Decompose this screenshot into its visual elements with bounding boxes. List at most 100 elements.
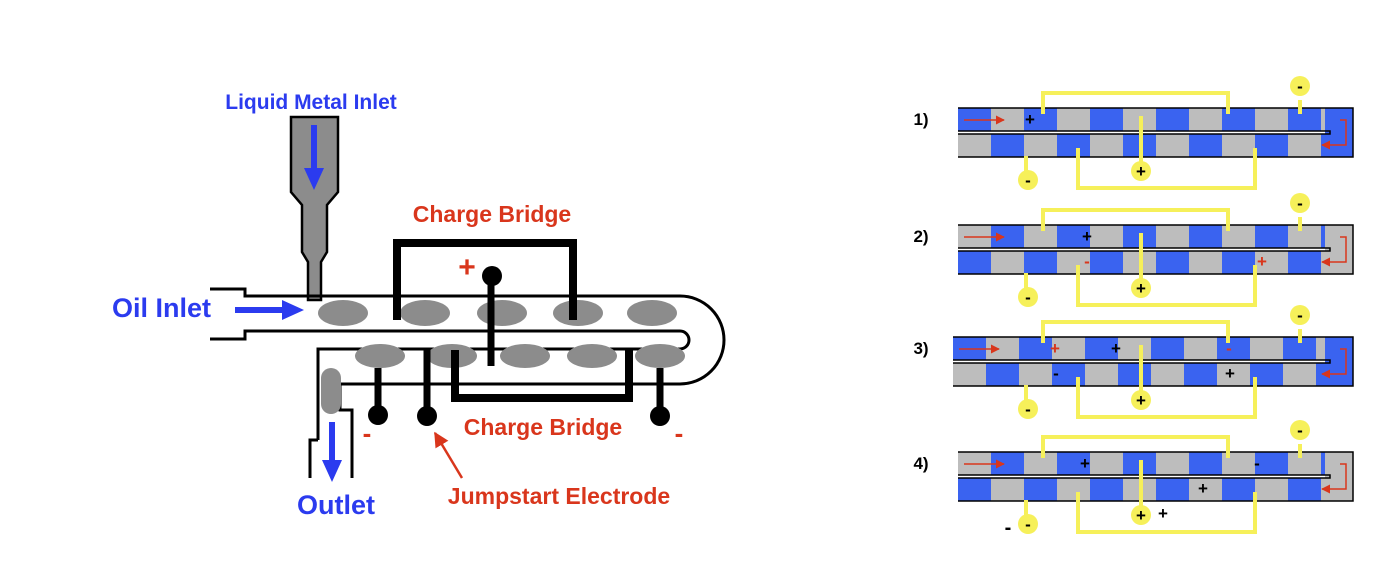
top-stripe [1255, 225, 1288, 248]
top-stripe [1156, 452, 1189, 475]
top-stripe [1250, 337, 1283, 360]
top-stripe [1024, 452, 1057, 475]
end-cap [1325, 337, 1353, 386]
bottom-stripe [1222, 251, 1255, 274]
top-stripe [986, 337, 1019, 360]
slug [553, 300, 603, 326]
top-stripe [1156, 225, 1189, 248]
bottom-stripe [1090, 134, 1123, 157]
tube-outline [958, 224, 1354, 275]
bottom-stripe [1151, 363, 1184, 386]
bottom-stripe [1019, 363, 1052, 386]
bottom-bridge [1076, 492, 1257, 534]
top-stripe [1217, 337, 1250, 360]
bottom-charge-sign: + [1198, 479, 1208, 498]
top-stripe [1283, 337, 1316, 360]
outlet-label: Outlet [297, 490, 375, 520]
charge-ball [1131, 161, 1151, 181]
bottom-charge-sign: - [1084, 252, 1090, 271]
top-stripe [1019, 337, 1052, 360]
step-label: 4) [913, 454, 928, 473]
charge-ball [1018, 514, 1038, 534]
top-stripe [1255, 108, 1288, 131]
step-label: 3) [913, 339, 928, 358]
top-stripe [1118, 337, 1151, 360]
top-charge-bridge [393, 239, 577, 320]
top-channel-slugs [318, 300, 677, 326]
bottom-stripe [1255, 478, 1288, 501]
bottom-stripe [1024, 251, 1057, 274]
left-diagram: Liquid Metal Inlet Oil Inlet Outlet Char… [112, 91, 726, 520]
slug [355, 344, 405, 368]
top-stripe [1090, 452, 1123, 475]
step-label: 1) [913, 110, 928, 129]
tube-outline [958, 451, 1354, 502]
jumpstart-electrode-label: Jumpstart Electrode [448, 483, 670, 509]
step-1: 1)--++ [913, 76, 1354, 190]
top-charge-sign: + [1025, 110, 1035, 129]
bottom-stripe [958, 251, 991, 274]
bottom-stripe [958, 134, 991, 157]
bottom-stripe [1090, 478, 1123, 501]
top-stripe [1057, 108, 1090, 131]
top-stripe [1024, 225, 1057, 248]
bottom-stripe [1250, 363, 1283, 386]
charge-ball-sign: + [1136, 391, 1146, 410]
top-stripe [1321, 452, 1325, 475]
right-diagram: 1)--++2)--++-+3)--+++--+4)--++-++- [913, 76, 1354, 539]
step-3: 3)--+++--+ [913, 305, 1354, 419]
extra-minus: - [1005, 517, 1012, 539]
extra-plus: + [1158, 504, 1168, 523]
charge-ball [1290, 305, 1310, 325]
bottom-stripe [1189, 251, 1222, 274]
top-bridge [1041, 435, 1230, 458]
top-stripe [1189, 452, 1222, 475]
charge-ball [1131, 390, 1151, 410]
flow-arrow-return [1321, 236, 1347, 267]
step-label: 2) [913, 227, 928, 246]
charge-ball [1290, 193, 1310, 213]
bottom-stripe [1189, 134, 1222, 157]
top-charge-bridge-label: Charge Bridge [413, 201, 571, 227]
liquid-metal-inlet-label: Liquid Metal Inlet [225, 91, 397, 114]
top-stripe [1189, 225, 1222, 248]
bottom-stripe [986, 363, 1019, 386]
bottom-stripe [953, 363, 986, 386]
oil-inlet-arrowhead [282, 300, 304, 320]
bottom-bridge [1076, 265, 1257, 307]
bottom-stripe [1255, 134, 1288, 157]
bottom-stripe [1316, 363, 1325, 386]
flow-arrow-return [1321, 119, 1347, 150]
top-stripe [1090, 225, 1123, 248]
top-stripe [1156, 108, 1189, 131]
bottom-bridge [1076, 148, 1257, 190]
bottom-charge-bridge [451, 350, 633, 402]
bottom-stripe [1288, 134, 1321, 157]
bottom-stripe [1288, 251, 1321, 274]
slug [318, 300, 368, 326]
jumpstart-pointer [433, 431, 464, 479]
charge-ball [1018, 170, 1038, 190]
charge-ball-sign: - [1297, 194, 1303, 213]
oil-inlet-pipe [210, 287, 308, 341]
top-stripe [1024, 108, 1057, 131]
slug [500, 344, 550, 368]
top-stripe [1255, 452, 1288, 475]
charge-ball-sign: - [1025, 400, 1031, 419]
top-charge-sign: - [1254, 454, 1260, 473]
bottom-stripe [1156, 251, 1189, 274]
bottom-stripe [1156, 134, 1189, 157]
bottom-stripe [991, 251, 1024, 274]
end-cap [1325, 108, 1353, 157]
oil-inlet-label: Oil Inlet [112, 293, 211, 323]
charge-ball-sign: - [1025, 171, 1031, 190]
bottom-stripe [1057, 478, 1090, 501]
top-charge-sign: + [1082, 227, 1092, 246]
tube-outline [958, 107, 1354, 158]
charge-ball-sign: - [1025, 515, 1031, 534]
charge-ball-sign: - [1297, 421, 1303, 440]
top-stripe [1057, 225, 1090, 248]
bottom-stripe [1057, 134, 1090, 157]
step-2: 2)--++-+ [913, 193, 1354, 307]
